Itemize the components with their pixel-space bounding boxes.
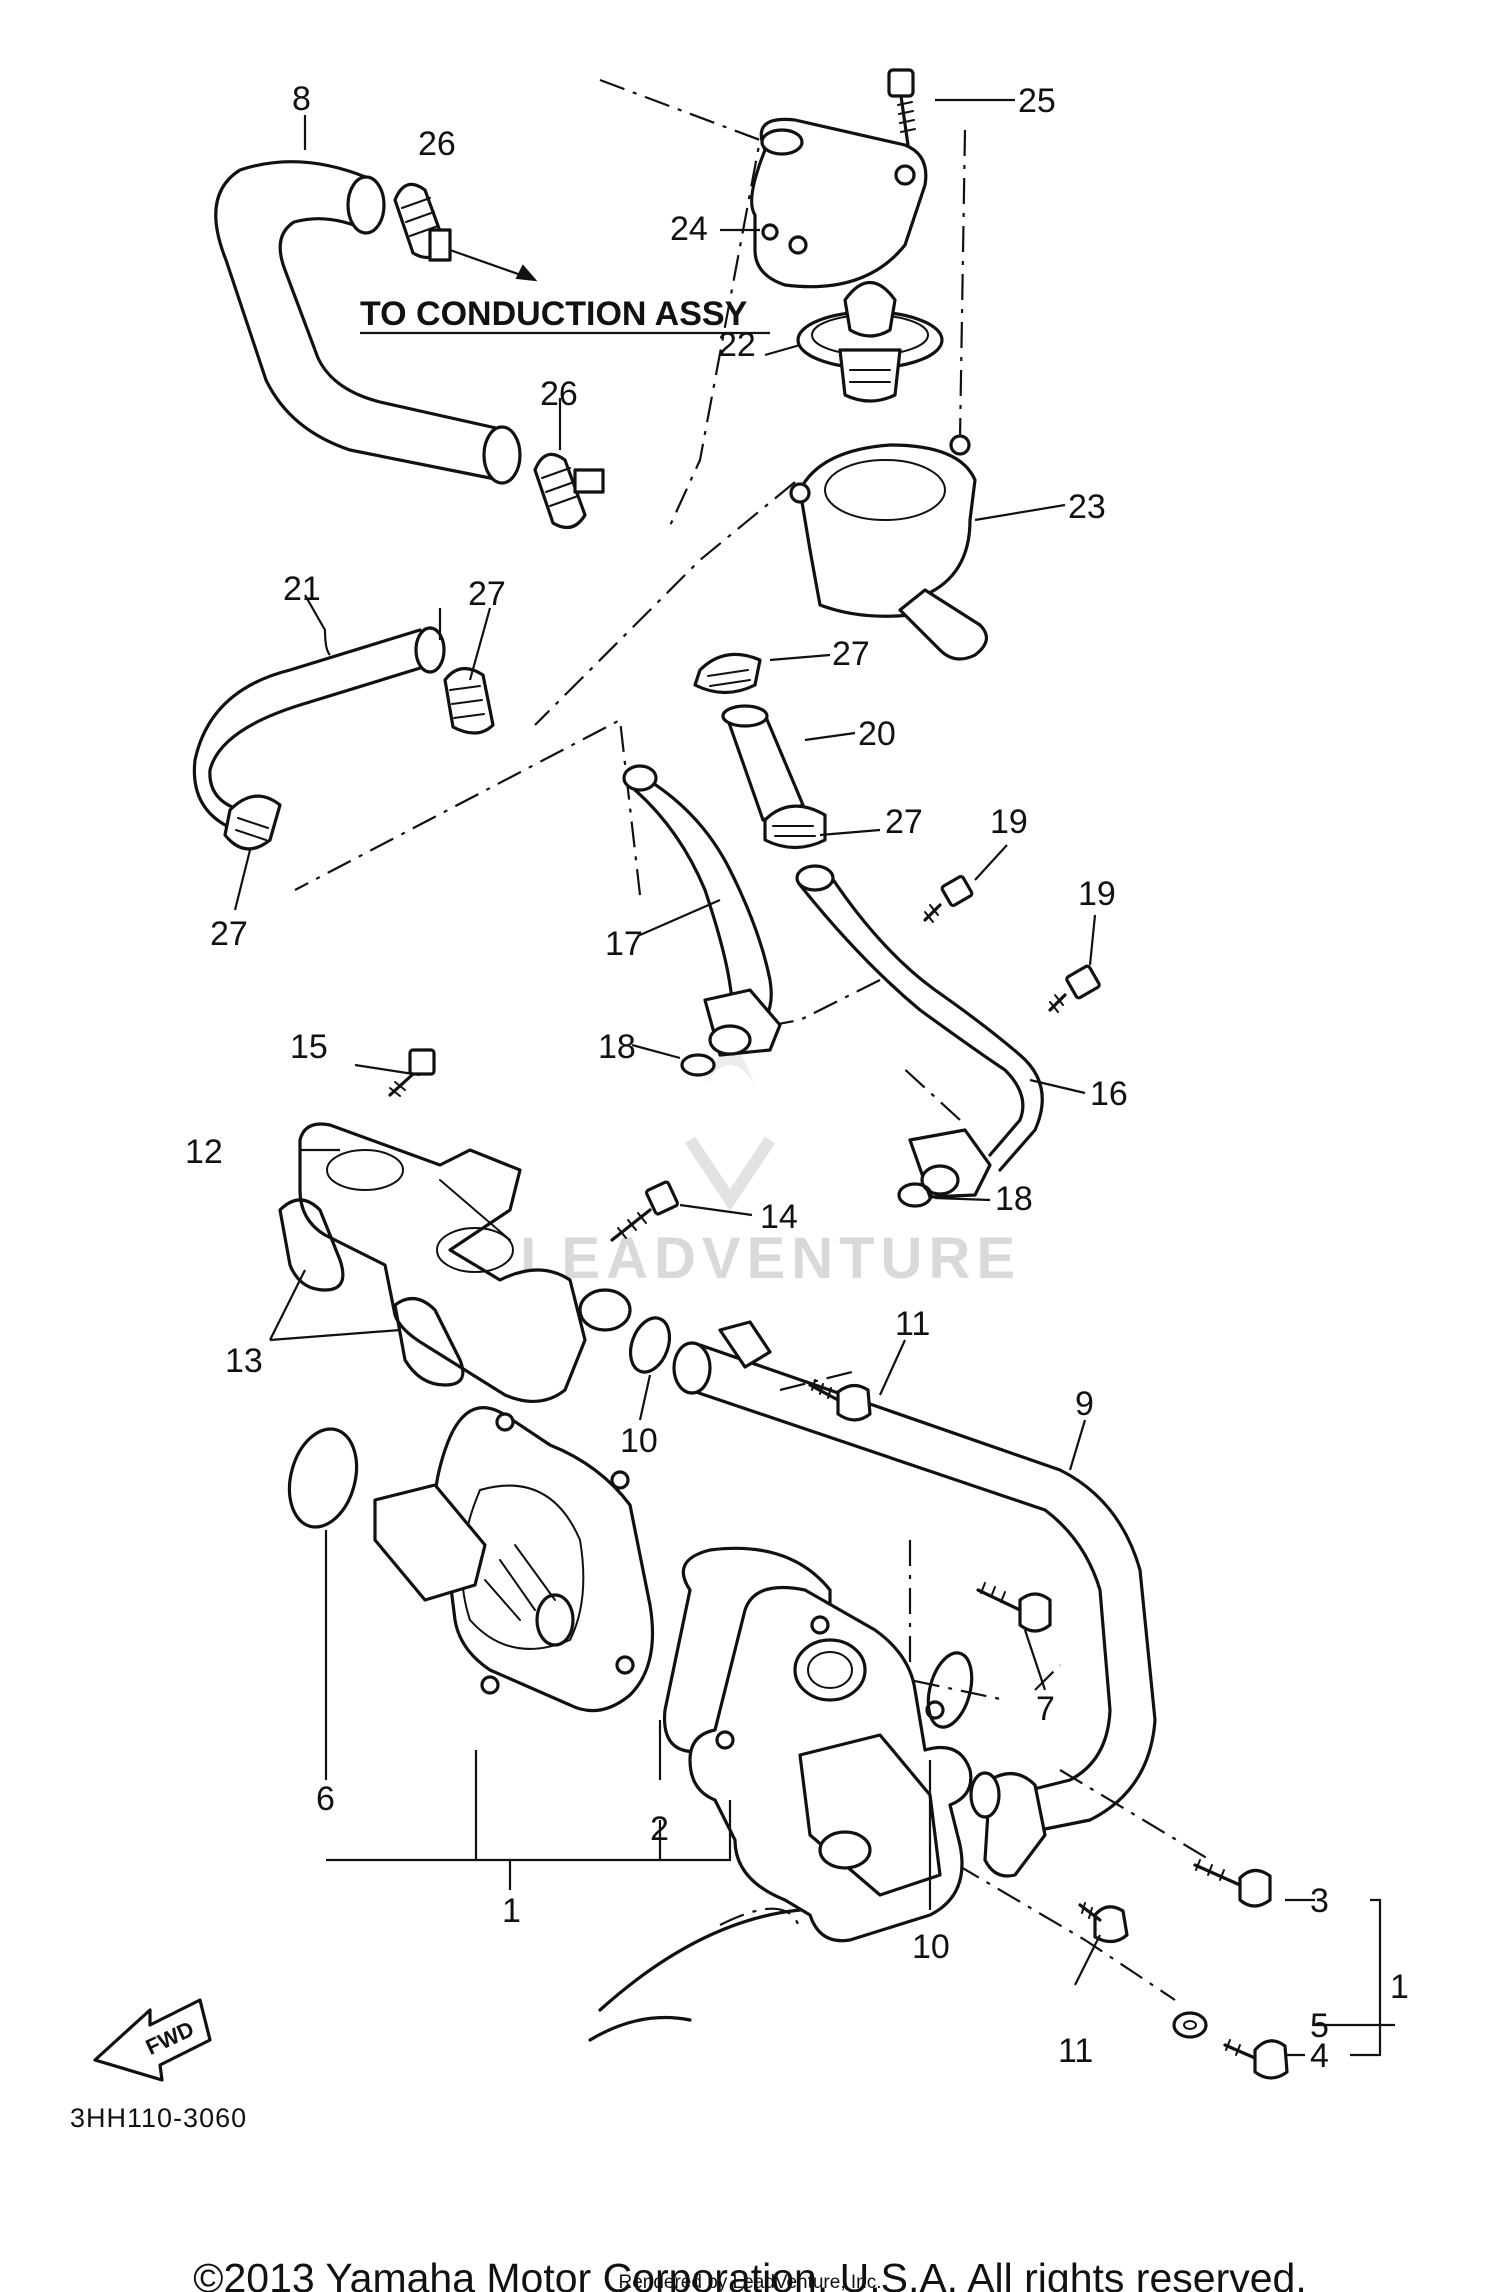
assembly-line-a — [599, 78, 762, 531]
bolt-15[interactable] — [388, 1048, 436, 1097]
engine-outline-a — [598, 1908, 802, 2012]
callout-7: 7 — [1036, 1690, 1055, 1728]
bolt-19-upper[interactable] — [923, 874, 974, 923]
assembly-line-b — [958, 129, 967, 439]
engine-outline-b — [719, 1907, 802, 1931]
assembly-line-f — [899, 1064, 961, 1121]
callout-27-a: 27 — [468, 575, 506, 613]
callout-18-upper: 18 — [598, 1028, 636, 1066]
pipe-16[interactable] — [795, 864, 1044, 1199]
callout-21: 21 — [283, 570, 321, 608]
callout-26-lower: 26 — [540, 375, 578, 413]
callout-10-lower: 10 — [912, 1928, 950, 1966]
water-pump-housing[interactable] — [688, 1585, 973, 1943]
assembly-line-h — [908, 1540, 1006, 1702]
pipe-17[interactable] — [622, 764, 782, 1057]
callout-27-b: 27 — [832, 635, 870, 673]
bolt-19-lower[interactable] — [1048, 964, 1101, 1013]
thermostat-22[interactable] — [796, 281, 944, 403]
callout-14: 14 — [760, 1198, 798, 1236]
assembly-line-g — [779, 1368, 861, 1392]
bolt-4[interactable] — [1223, 2039, 1289, 2080]
o-ring-18-upper[interactable] — [680, 1053, 716, 1077]
bolt-14[interactable] — [610, 1180, 679, 1242]
o-ring-18-lower[interactable] — [897, 1182, 933, 1208]
callout-4: 4 — [1310, 2037, 1329, 2075]
thermostat-cover-24[interactable] — [750, 117, 928, 289]
callout-5: 5 — [1310, 2007, 1329, 2045]
callout-labels: 8 26 25 24 22 26 23 21 27 27 20 27 27 19… — [185, 80, 1409, 2075]
rendered-by-notice: Rendered by LeadVenture, Inc. — [618, 2272, 882, 2292]
callout-18-lower: 18 — [995, 1180, 1033, 1218]
bolt-7[interactable] — [976, 1582, 1052, 1633]
callout-3: 3 — [1310, 1882, 1329, 1920]
conduction-note: TO CONDUCTION ASSY — [360, 295, 748, 333]
watermark-logo — [685, 1035, 775, 1211]
callout-27-d: 27 — [210, 915, 248, 953]
hose-clamp-26-upper[interactable] — [393, 182, 452, 262]
callout-16: 16 — [1090, 1075, 1128, 1113]
impeller-shaft[interactable] — [373, 1483, 575, 1647]
callout-25: 25 — [1018, 82, 1056, 120]
callout-6: 6 — [316, 1780, 335, 1818]
hose-21[interactable] — [192, 626, 446, 827]
copyright-notice: ©2013 Yamaha Motor Corporation, U.S.A. A… — [193, 2255, 1307, 2292]
o-ring-10-upper[interactable] — [624, 1313, 677, 1378]
engine-outline-c — [588, 2015, 692, 2042]
thermostat-housing-23[interactable] — [789, 434, 988, 661]
assembly-line-k — [1034, 1664, 1061, 1691]
o-ring-10-lower[interactable] — [921, 1648, 979, 1732]
callout-1-right: 1 — [1390, 1968, 1409, 2006]
callout-27-c: 27 — [885, 803, 923, 841]
arrow-head-icon — [515, 264, 538, 282]
callout-24: 24 — [670, 210, 708, 248]
callout-19-a: 19 — [990, 803, 1028, 841]
watermark-text: LEADVENTURE — [520, 1226, 1021, 1291]
callout-leaders — [233, 98, 1395, 2057]
diagram-code: 3HH110-3060 — [70, 2103, 247, 2133]
callout-15: 15 — [290, 1028, 328, 1066]
hose-clamp-27-lower-left[interactable] — [223, 794, 282, 851]
callout-11-lower: 11 — [1058, 2032, 1093, 2070]
callout-9: 9 — [1075, 1385, 1094, 1423]
callout-19-b: 19 — [1078, 875, 1116, 913]
callout-26-upper: 26 — [418, 125, 456, 163]
bolt-3[interactable] — [1193, 1859, 1272, 1908]
gasket-13-left[interactable] — [278, 1198, 345, 1292]
callout-1-bottom: 1 — [502, 1892, 521, 1930]
callout-22: 22 — [718, 326, 756, 364]
gasket-13-right[interactable] — [393, 1297, 465, 1387]
assembly-line-c — [534, 481, 796, 726]
callout-20: 20 — [858, 715, 896, 753]
callout-8: 8 — [292, 80, 311, 118]
assembly-line-j — [914, 1839, 1176, 2001]
washer-5[interactable] — [1172, 2011, 1208, 2039]
assembly-line-d — [294, 718, 642, 896]
o-ring-6[interactable] — [279, 1421, 367, 1534]
bolt-11-lower[interactable] — [1078, 1902, 1129, 1944]
hose-clamp-26-lower[interactable] — [533, 452, 605, 530]
callout-11-upper: 11 — [895, 1305, 930, 1343]
joint-pipe-12[interactable] — [298, 1122, 632, 1404]
bolt-25[interactable] — [887, 68, 916, 147]
callout-23: 23 — [1068, 488, 1106, 526]
assembly-line-i — [1059, 1769, 1211, 1861]
callout-2: 2 — [650, 1810, 669, 1848]
pipe-9[interactable] — [672, 1320, 1157, 1878]
callout-13: 13 — [225, 1342, 263, 1380]
hose-8[interactable] — [214, 160, 522, 485]
hose-clamp-27-center[interactable] — [693, 652, 762, 695]
water-pump-housing-cover[interactable] — [433, 1406, 655, 1713]
fwd-arrow-icon: FWD — [93, 1998, 212, 2082]
callout-17: 17 — [605, 925, 643, 963]
callout-12: 12 — [185, 1133, 223, 1171]
callout-10-upper: 10 — [620, 1422, 658, 1460]
hose-clamp-27-mid[interactable] — [763, 804, 827, 850]
hose-20[interactable] — [721, 704, 805, 822]
bolt-11-upper[interactable] — [808, 1379, 872, 1422]
hose-clamp-27-upper-left[interactable] — [443, 667, 495, 735]
